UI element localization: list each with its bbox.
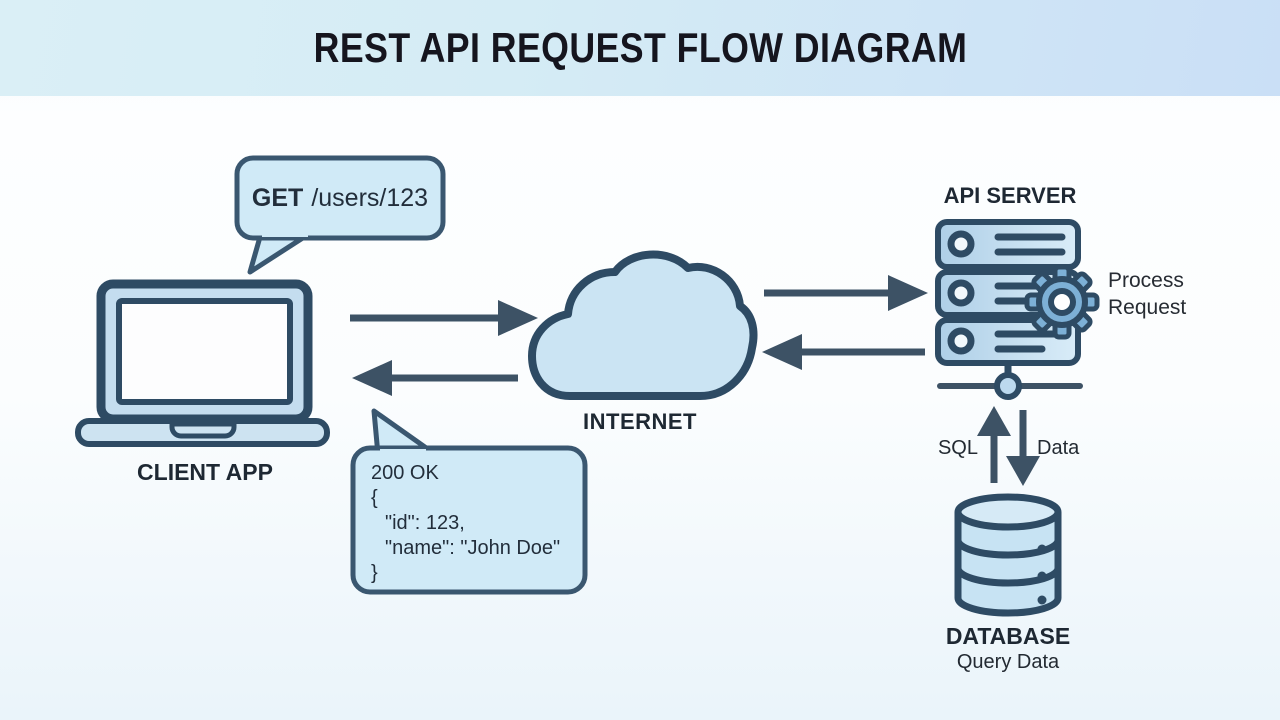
api-server-label: API SERVER bbox=[943, 183, 1077, 208]
response-json-line: "id": 123, bbox=[385, 512, 465, 534]
response-status: 200 OK bbox=[371, 462, 439, 484]
server-to-internet-arrow bbox=[762, 334, 925, 370]
data-arrow-label: Data bbox=[1037, 437, 1080, 459]
request-bubble bbox=[234, 155, 446, 275]
sql-up-arrow bbox=[977, 406, 1011, 483]
internet-label: INTERNET bbox=[583, 409, 697, 434]
client-app-label: CLIENT APP bbox=[137, 459, 273, 485]
internet-to-client-arrow bbox=[352, 360, 518, 396]
laptop-icon bbox=[75, 279, 330, 447]
gear-icon bbox=[1024, 264, 1100, 340]
network-node-icon bbox=[937, 363, 1083, 400]
database-icon bbox=[954, 493, 1062, 617]
query-data-label: Query Data bbox=[956, 651, 1060, 673]
data-down-arrow bbox=[1006, 410, 1040, 486]
database-label: DATABASE bbox=[945, 623, 1071, 649]
response-json-line: } bbox=[371, 562, 378, 584]
request-path: /users/123 bbox=[311, 183, 429, 212]
request-bubble-text: GET /users/123 bbox=[237, 158, 443, 238]
client-to-internet-arrow bbox=[350, 300, 538, 336]
sql-arrow-label: SQL bbox=[937, 437, 978, 459]
internet-to-server-arrow bbox=[764, 275, 928, 311]
response-bubble bbox=[350, 408, 588, 595]
page-title: REST API REQUEST FLOW DIAGRAM bbox=[313, 24, 967, 71]
process-request-label: Process Request bbox=[1108, 269, 1187, 319]
header-band: REST API REQUEST FLOW DIAGRAM bbox=[0, 0, 1280, 96]
response-json-line: { bbox=[371, 487, 378, 509]
response-json-line: "name": "John Doe" bbox=[385, 537, 561, 559]
response-bubble-text: 200 OK { "id": 123, "name": "John Doe" } bbox=[371, 461, 571, 586]
cloud-icon bbox=[528, 250, 758, 400]
http-method: GET bbox=[251, 183, 304, 212]
